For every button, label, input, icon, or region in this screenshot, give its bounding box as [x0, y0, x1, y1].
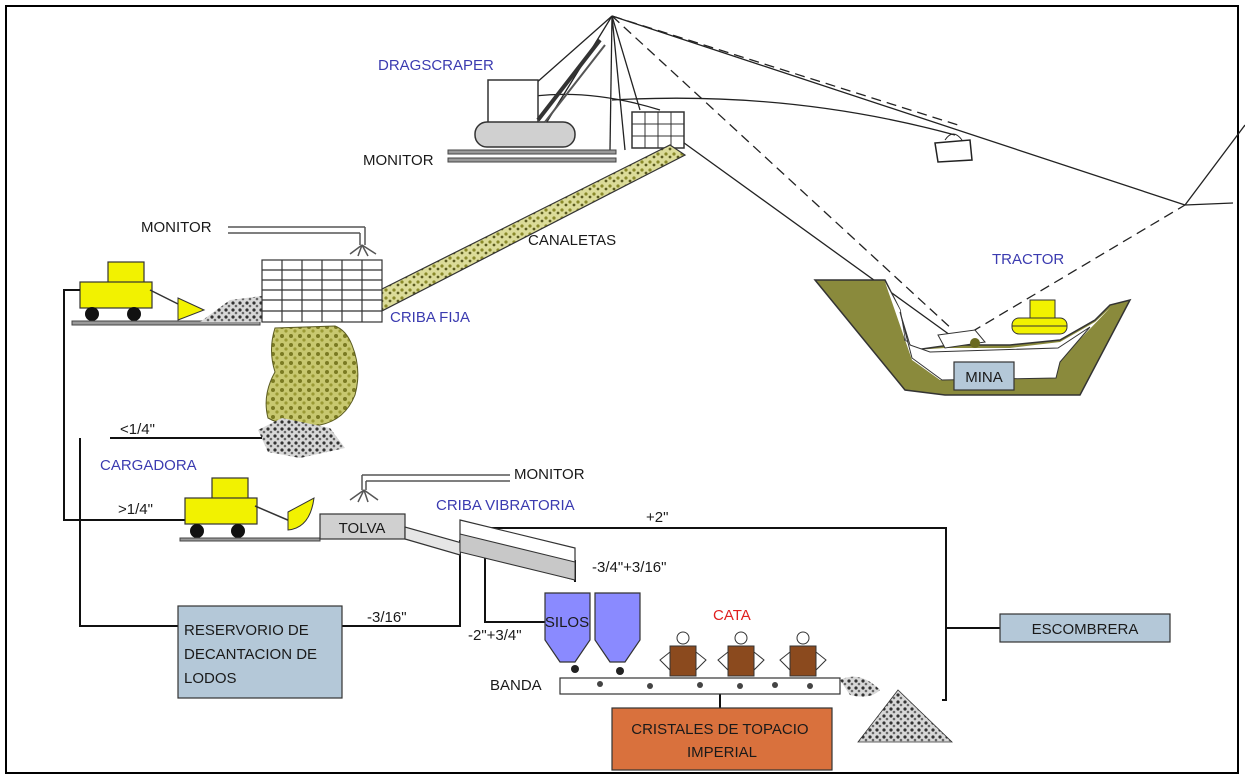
- mina-box: [953, 361, 1015, 391]
- canaletas-label: CANALETAS: [528, 232, 616, 249]
- reservorio-box: [177, 605, 343, 699]
- cargadora-label: CARGADORA: [100, 457, 197, 474]
- scraper-bucket-icon: [934, 133, 973, 163]
- cata-picker-3-icon: [779, 631, 827, 677]
- cargadora-loader-icon: [179, 477, 321, 542]
- reservorio-line-1: RESERVORIO DE: [184, 622, 309, 639]
- size-34-316-label: -3/4"+3/16": [592, 559, 666, 576]
- cristales-label: CRISTALES DE TOPACIO IMPERIAL: [631, 721, 812, 761]
- banda-conveyor: [559, 665, 841, 695]
- tractor-label: TRACTOR: [992, 251, 1064, 268]
- monitor-pipe-low: [349, 474, 510, 503]
- cristales-line-2: IMPERIAL: [687, 744, 757, 761]
- cristales-line-1: CRISTALES DE TOPACIO: [631, 721, 808, 738]
- reservorio-line-3: LODOS: [184, 670, 237, 687]
- mina-label: MINA: [965, 369, 1003, 386]
- tractor-icon: [1011, 299, 1068, 335]
- frame-border: [5, 5, 1239, 774]
- mine-pit: [813, 279, 1132, 396]
- cable-system: [499, 15, 1245, 341]
- cristales-box: [611, 707, 833, 771]
- size-gt-quarter-label: >1/4": [118, 501, 153, 518]
- criba-fija-screen: [261, 259, 383, 323]
- silos-label: SILOS: [545, 614, 589, 631]
- ore-pile-upper: [200, 296, 262, 322]
- gravel-flow: [265, 325, 359, 427]
- tolva-chute: [404, 526, 463, 556]
- dragscraper-machine-icon: [474, 38, 685, 149]
- canaletas-chute: [358, 144, 687, 313]
- monitor-mid-label: MONITOR: [141, 219, 212, 236]
- dragscraper-label: DRAGSCRAPER: [378, 57, 494, 74]
- cata-picker-2-icon: [717, 631, 765, 677]
- reservorio-label: RESERVORIO DE DECANTACION DE LODOS: [184, 622, 321, 687]
- escombrera-box: [999, 613, 1171, 643]
- size-lt-quarter-label: <1/4": [120, 421, 155, 438]
- escombrera-label: ESCOMBRERA: [1032, 621, 1139, 638]
- pit-bucket-icon: [937, 329, 986, 349]
- upper-loader-icon: [71, 261, 261, 326]
- flow-lines: [63, 289, 1000, 708]
- monitor-top-label: MONITOR: [363, 152, 434, 169]
- cata-picker-1-icon: [659, 631, 707, 677]
- monitor-low-label: MONITOR: [514, 466, 585, 483]
- waste-spill: [840, 676, 880, 697]
- size-2-34-label: -2"+3/4": [468, 627, 522, 644]
- monitor-pipe-mid: [228, 226, 377, 257]
- cata-label: CATA: [713, 607, 751, 624]
- banda-label: BANDA: [490, 677, 542, 694]
- tolva-label: TOLVA: [339, 520, 386, 537]
- silos-icon: [544, 592, 641, 663]
- monitor-pipe-top: [447, 149, 617, 163]
- criba-fija-label: CRIBA FIJA: [390, 309, 470, 326]
- reservorio-line-2: DECANTACION DE: [184, 646, 317, 663]
- criba-vibratoria-label: CRIBA VIBRATORIA: [436, 497, 575, 514]
- size-plus2-label: +2": [646, 509, 668, 526]
- ore-pile-fines: [258, 418, 345, 458]
- criba-vibratoria-deck: [459, 533, 576, 581]
- waste-pile: [857, 689, 953, 743]
- tolva-box: [319, 513, 406, 540]
- size-minus316-label: -3/16": [367, 609, 407, 626]
